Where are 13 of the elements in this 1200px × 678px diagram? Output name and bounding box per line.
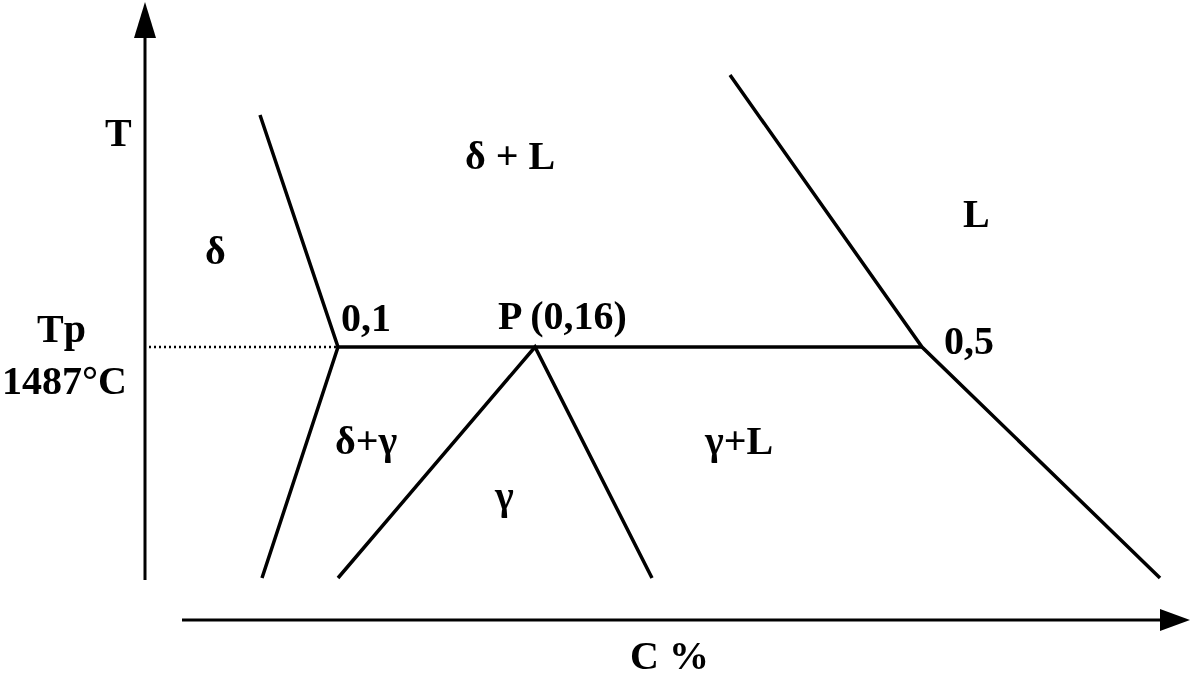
point-label: P (0,16) [498,296,627,336]
phase-label: γ+L [705,421,774,461]
point-label: 0,5 [944,321,994,361]
phase-label: L [963,194,990,234]
temperature-value: 1487°C [2,361,127,401]
axis-label: C % [630,636,709,676]
phase-label: δ+γ [335,421,398,461]
phase-label: γ [495,476,514,516]
temperature-label: Tp [37,309,86,349]
point-label: 0,1 [341,298,391,338]
phase-label: δ [205,231,226,271]
axis-label: T [105,113,132,153]
phase-label: δ + L [465,136,556,176]
